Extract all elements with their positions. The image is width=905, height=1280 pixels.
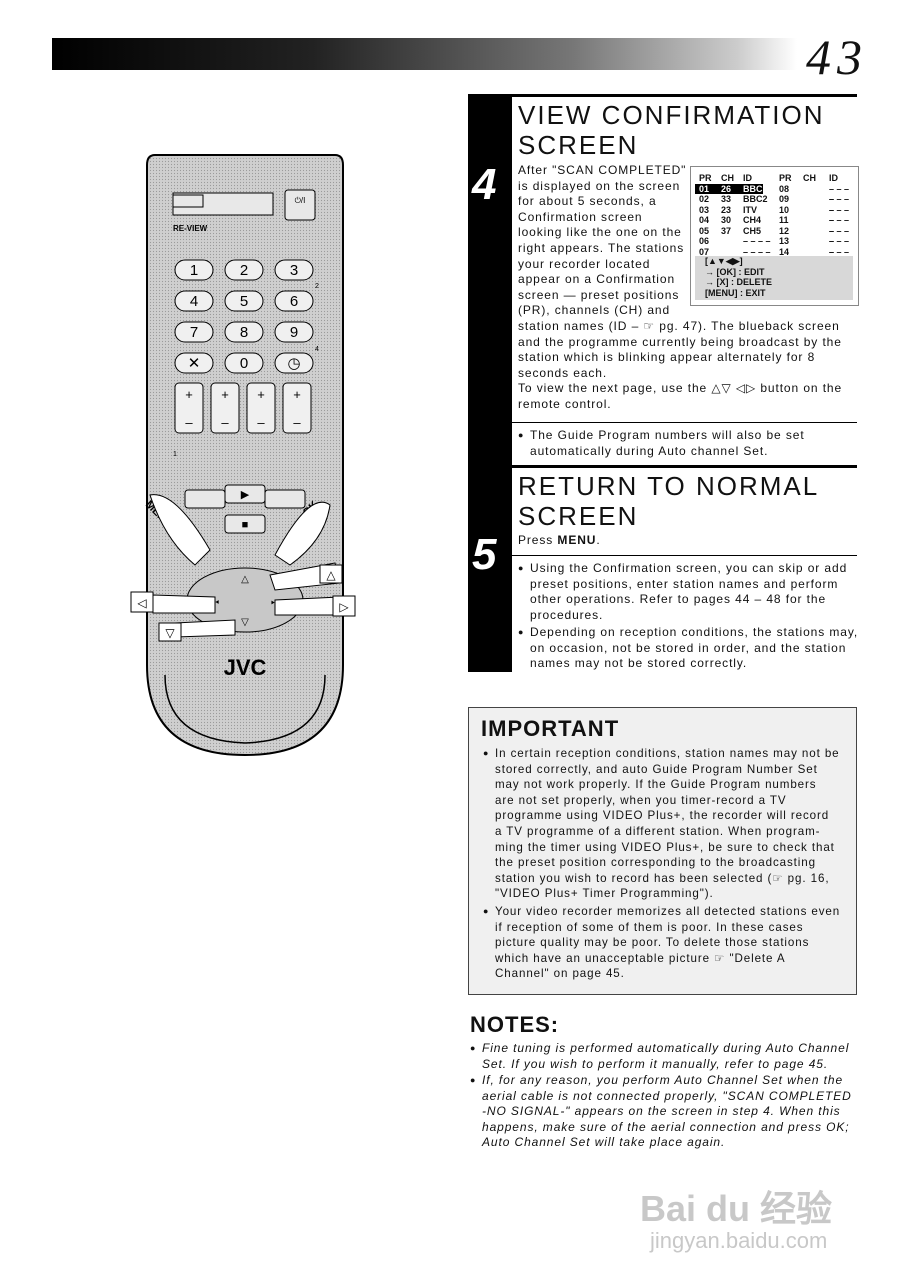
step4-top-rule (512, 94, 857, 97)
key-4: 4 (190, 293, 198, 310)
key-0: 0 (240, 355, 248, 372)
top-left-button (172, 194, 204, 208)
callout-right-icon: ▷ (339, 600, 349, 614)
side-label-4: 4 (315, 346, 319, 353)
screen-menu-arrows: [▲▼◀▶] (705, 256, 743, 266)
step5-title-line2: SCREEN (518, 501, 639, 531)
menu-key-label: MENU (557, 533, 597, 547)
step4-title-line1: VIEW CONFIRMATION (518, 100, 825, 130)
numeric-keypad: 1 2 3 4 5 6 7 8 9 ✕ 0 ◷ (174, 259, 314, 374)
notes-title: NOTES: (470, 1012, 560, 1037)
key-2: 2 (240, 262, 248, 279)
baidu-watermark: Bai du 经验 (640, 1188, 833, 1229)
remote-control-illustration: ⏻/I RE-VIEW 1 2 3 4 5 6 7 8 9 ✕ 0 ◷ 2 4 … (130, 154, 356, 757)
callout-up-icon: △ (326, 568, 336, 582)
step5-bullet-rule (512, 555, 857, 556)
step5-top-rule (512, 465, 857, 468)
svg-text:△: △ (241, 574, 249, 585)
page-number: 43 (806, 29, 868, 85)
svg-text:–: – (257, 415, 265, 430)
step5-bullet-1: Using the Confirmation screen, you can s… (518, 561, 870, 623)
key-9: 9 (290, 324, 298, 341)
key-6: 6 (290, 293, 298, 310)
callout-down-icon: ▽ (165, 626, 175, 640)
note-1: Fine tuning is performed automatically d… (470, 1041, 867, 1072)
step4-continued-text: station names (ID – ☞ pg. 47). The blueb… (518, 319, 843, 411)
baidu-watermark-url: jingyan.baidu.com (650, 1228, 828, 1253)
step5-side-bar (468, 466, 512, 672)
step4-bullet: The Guide Program numbers will also be s… (518, 428, 860, 459)
hand-right-icon (274, 596, 341, 616)
hand-down-icon (174, 619, 236, 638)
step5-bullet-2: Depending on reception conditions, the s… (518, 625, 870, 672)
power-button (284, 189, 316, 221)
screen-highlight-row (695, 184, 763, 194)
note-2: If, for any reason, you perform Auto Cha… (470, 1073, 867, 1151)
step5-number: 5 (472, 530, 497, 579)
svg-text:–: – (221, 415, 229, 430)
cancel-x-icon: ✕ (188, 355, 201, 372)
step5-press-text: Press MENU. (518, 533, 601, 547)
screen-menu-exit: [MENU] : EXIT (705, 287, 766, 298)
svg-text:–: – (185, 415, 193, 430)
hand-menu-icon (149, 494, 211, 566)
callout-left-icon: ◁ (137, 596, 147, 610)
svg-text:■: ■ (242, 519, 249, 531)
svg-text:+: + (257, 387, 265, 402)
screen-menu-edit: → [OK] : EDIT (705, 266, 765, 277)
transport-keys: ▶ ■ (184, 484, 306, 534)
step4-bullet-rule (512, 422, 857, 423)
step4-intro-text: After "SCAN COMPLETED" is displayed on t… (518, 163, 687, 318)
svg-text:▽: ▽ (241, 617, 249, 628)
important-box: IMPORTANT In certain reception condition… (468, 707, 857, 995)
screen-menu-delete: → [X] : DELETE (705, 277, 772, 287)
key-7: 7 (190, 324, 198, 341)
svg-text:+: + (221, 387, 229, 402)
side-label-1: 1 (173, 451, 177, 458)
step5-title-line1: RETURN TO NORMAL (518, 471, 820, 501)
key-8: 8 (240, 324, 248, 341)
remote-review-label: RE-VIEW (173, 224, 208, 233)
important-bullet-1: In certain reception conditions, station… (483, 746, 865, 902)
timer-icon: ◷ (287, 355, 300, 372)
screen-menu-panel: [▲▼◀▶] → [OK] : EDIT → [X] : DELETE [MEN… (695, 256, 853, 300)
step4-title-line2: SCREEN (518, 130, 639, 160)
svg-text:+: + (293, 387, 301, 402)
power-label: ⏻/I (295, 196, 306, 205)
svg-text:▶: ▶ (241, 489, 250, 501)
step4-side-bar (468, 94, 512, 466)
svg-text:–: – (293, 415, 301, 430)
table-row: 06– – – –13– – – – (699, 236, 850, 257)
key-3: 3 (290, 262, 298, 279)
step4-number: 4 (472, 160, 497, 209)
important-bullet-2: Your video recorder memorizes all detect… (483, 904, 865, 982)
remote-brand-logo: JVC (224, 655, 267, 680)
important-title: IMPORTANT (481, 716, 620, 741)
key-5: 5 (240, 293, 248, 310)
plus-minus-keys: + + + + – – – – (174, 382, 312, 434)
side-label-2: 2 (315, 283, 319, 290)
svg-text:+: + (185, 387, 193, 402)
key-1: 1 (190, 262, 198, 279)
hand-ok-icon (274, 501, 331, 566)
hand-left-icon (152, 594, 216, 614)
header-gradient-bar (52, 38, 797, 70)
